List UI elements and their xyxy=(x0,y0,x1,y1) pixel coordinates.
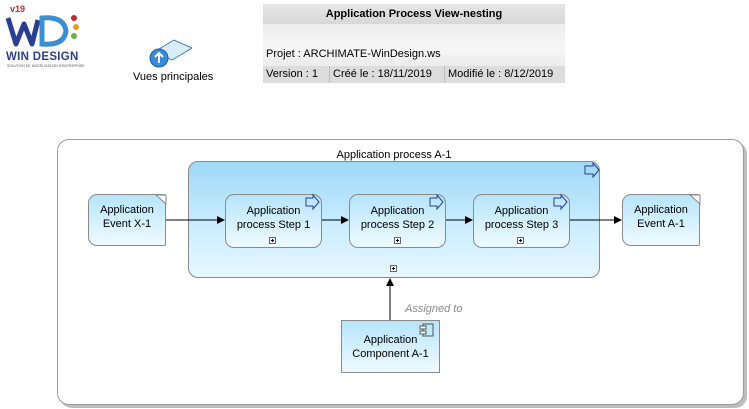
event-x1[interactable]: Application Event X-1 xyxy=(88,194,166,246)
vues-principales-link[interactable]: Vues principales xyxy=(128,38,220,86)
logo-tagline: SOLUTION DE MODÉLISATION D'ENTREPRISE xyxy=(7,64,85,68)
windesign-logo-mark xyxy=(5,15,79,47)
process-step-2-label: Application process Step 2 xyxy=(360,205,435,231)
assigned-to-label: Assigned to xyxy=(405,303,463,315)
expand-step-2-icon[interactable] xyxy=(394,237,401,244)
process-step-1-label: Application process Step 1 xyxy=(236,205,311,231)
application-component-a1[interactable]: Application Component A-1 xyxy=(341,320,440,373)
process-group-title: Application process A-1 xyxy=(336,149,452,161)
vues-principales-label: Vues principales xyxy=(133,71,214,83)
created-cell: Créé le : 18/11/2019 xyxy=(329,66,432,83)
component-a1-label: Application Component A-1 xyxy=(352,333,429,360)
event-a1[interactable]: Application Event A-1 xyxy=(622,194,700,246)
event-x1-label: Application Event X-1 xyxy=(100,204,154,230)
version-cell: Version : 1 xyxy=(266,68,318,80)
view-title: Application Process View-nesting xyxy=(263,4,565,24)
views-home-icon xyxy=(149,39,192,68)
event-a1-label: Application Event A-1 xyxy=(634,204,688,230)
expand-step-1-icon[interactable] xyxy=(269,237,276,244)
logo-version: v19 xyxy=(10,4,26,14)
project-name: Projet : ARCHIMATE-WinDesign.ws xyxy=(266,48,441,60)
logo-brand: WIN DESIGN xyxy=(6,51,79,63)
modified-cell: Modifié le : 8/12/2019 xyxy=(444,66,553,83)
windesign-logo: v19 WIN DESIGN SOLUTION DE MODÉLISATION … xyxy=(4,4,84,70)
view-info-table: Application Process View-nesting Projet … xyxy=(263,4,565,83)
expand-group-icon[interactable] xyxy=(390,265,397,272)
expand-step-3-icon[interactable] xyxy=(517,237,524,244)
process-step-3-label: Application process Step 3 xyxy=(484,205,559,231)
